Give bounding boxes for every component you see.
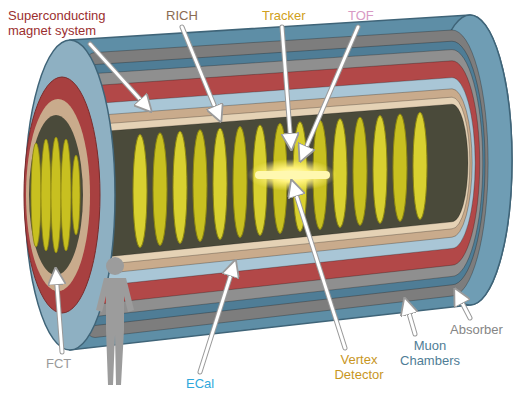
part-label: Muon Chambers — [398, 338, 462, 368]
person-silhouette — [96, 257, 134, 385]
tracker-disc — [133, 134, 147, 247]
part-label: Tracker — [262, 8, 306, 23]
ecal-layer — [74, 78, 475, 287]
tracker-disc — [393, 114, 407, 222]
tracker-disc — [193, 130, 207, 242]
fct-magnet — [24, 77, 100, 313]
tracker-disc — [233, 127, 247, 238]
tracker-disc — [373, 115, 387, 223]
part-label: FCT — [46, 356, 71, 371]
part-label: Superconducting magnet system — [8, 8, 133, 38]
part-label: Absorber — [450, 322, 503, 337]
magnet-layer — [70, 61, 480, 305]
tof-layer — [79, 97, 470, 265]
fct-discs — [31, 137, 80, 253]
part-label: ECal — [186, 376, 214, 391]
tracker-disc — [173, 131, 187, 243]
rich-layer — [77, 89, 472, 275]
part-label: RICH — [166, 8, 198, 23]
part-label: TOF — [348, 8, 374, 23]
tracker-disc — [153, 133, 167, 246]
tracker-disc — [353, 117, 367, 225]
part-label: Vertex Detector — [328, 352, 390, 382]
beam-pipe — [255, 171, 330, 179]
fct-inner — [29, 115, 83, 275]
tracker-disc — [413, 112, 427, 219]
muon-layer — [65, 41, 485, 325]
leader-arrows — [56, 27, 470, 372]
tracker-volume — [81, 104, 468, 258]
fct-ring — [26, 99, 90, 291]
tracker-disc — [213, 128, 227, 239]
